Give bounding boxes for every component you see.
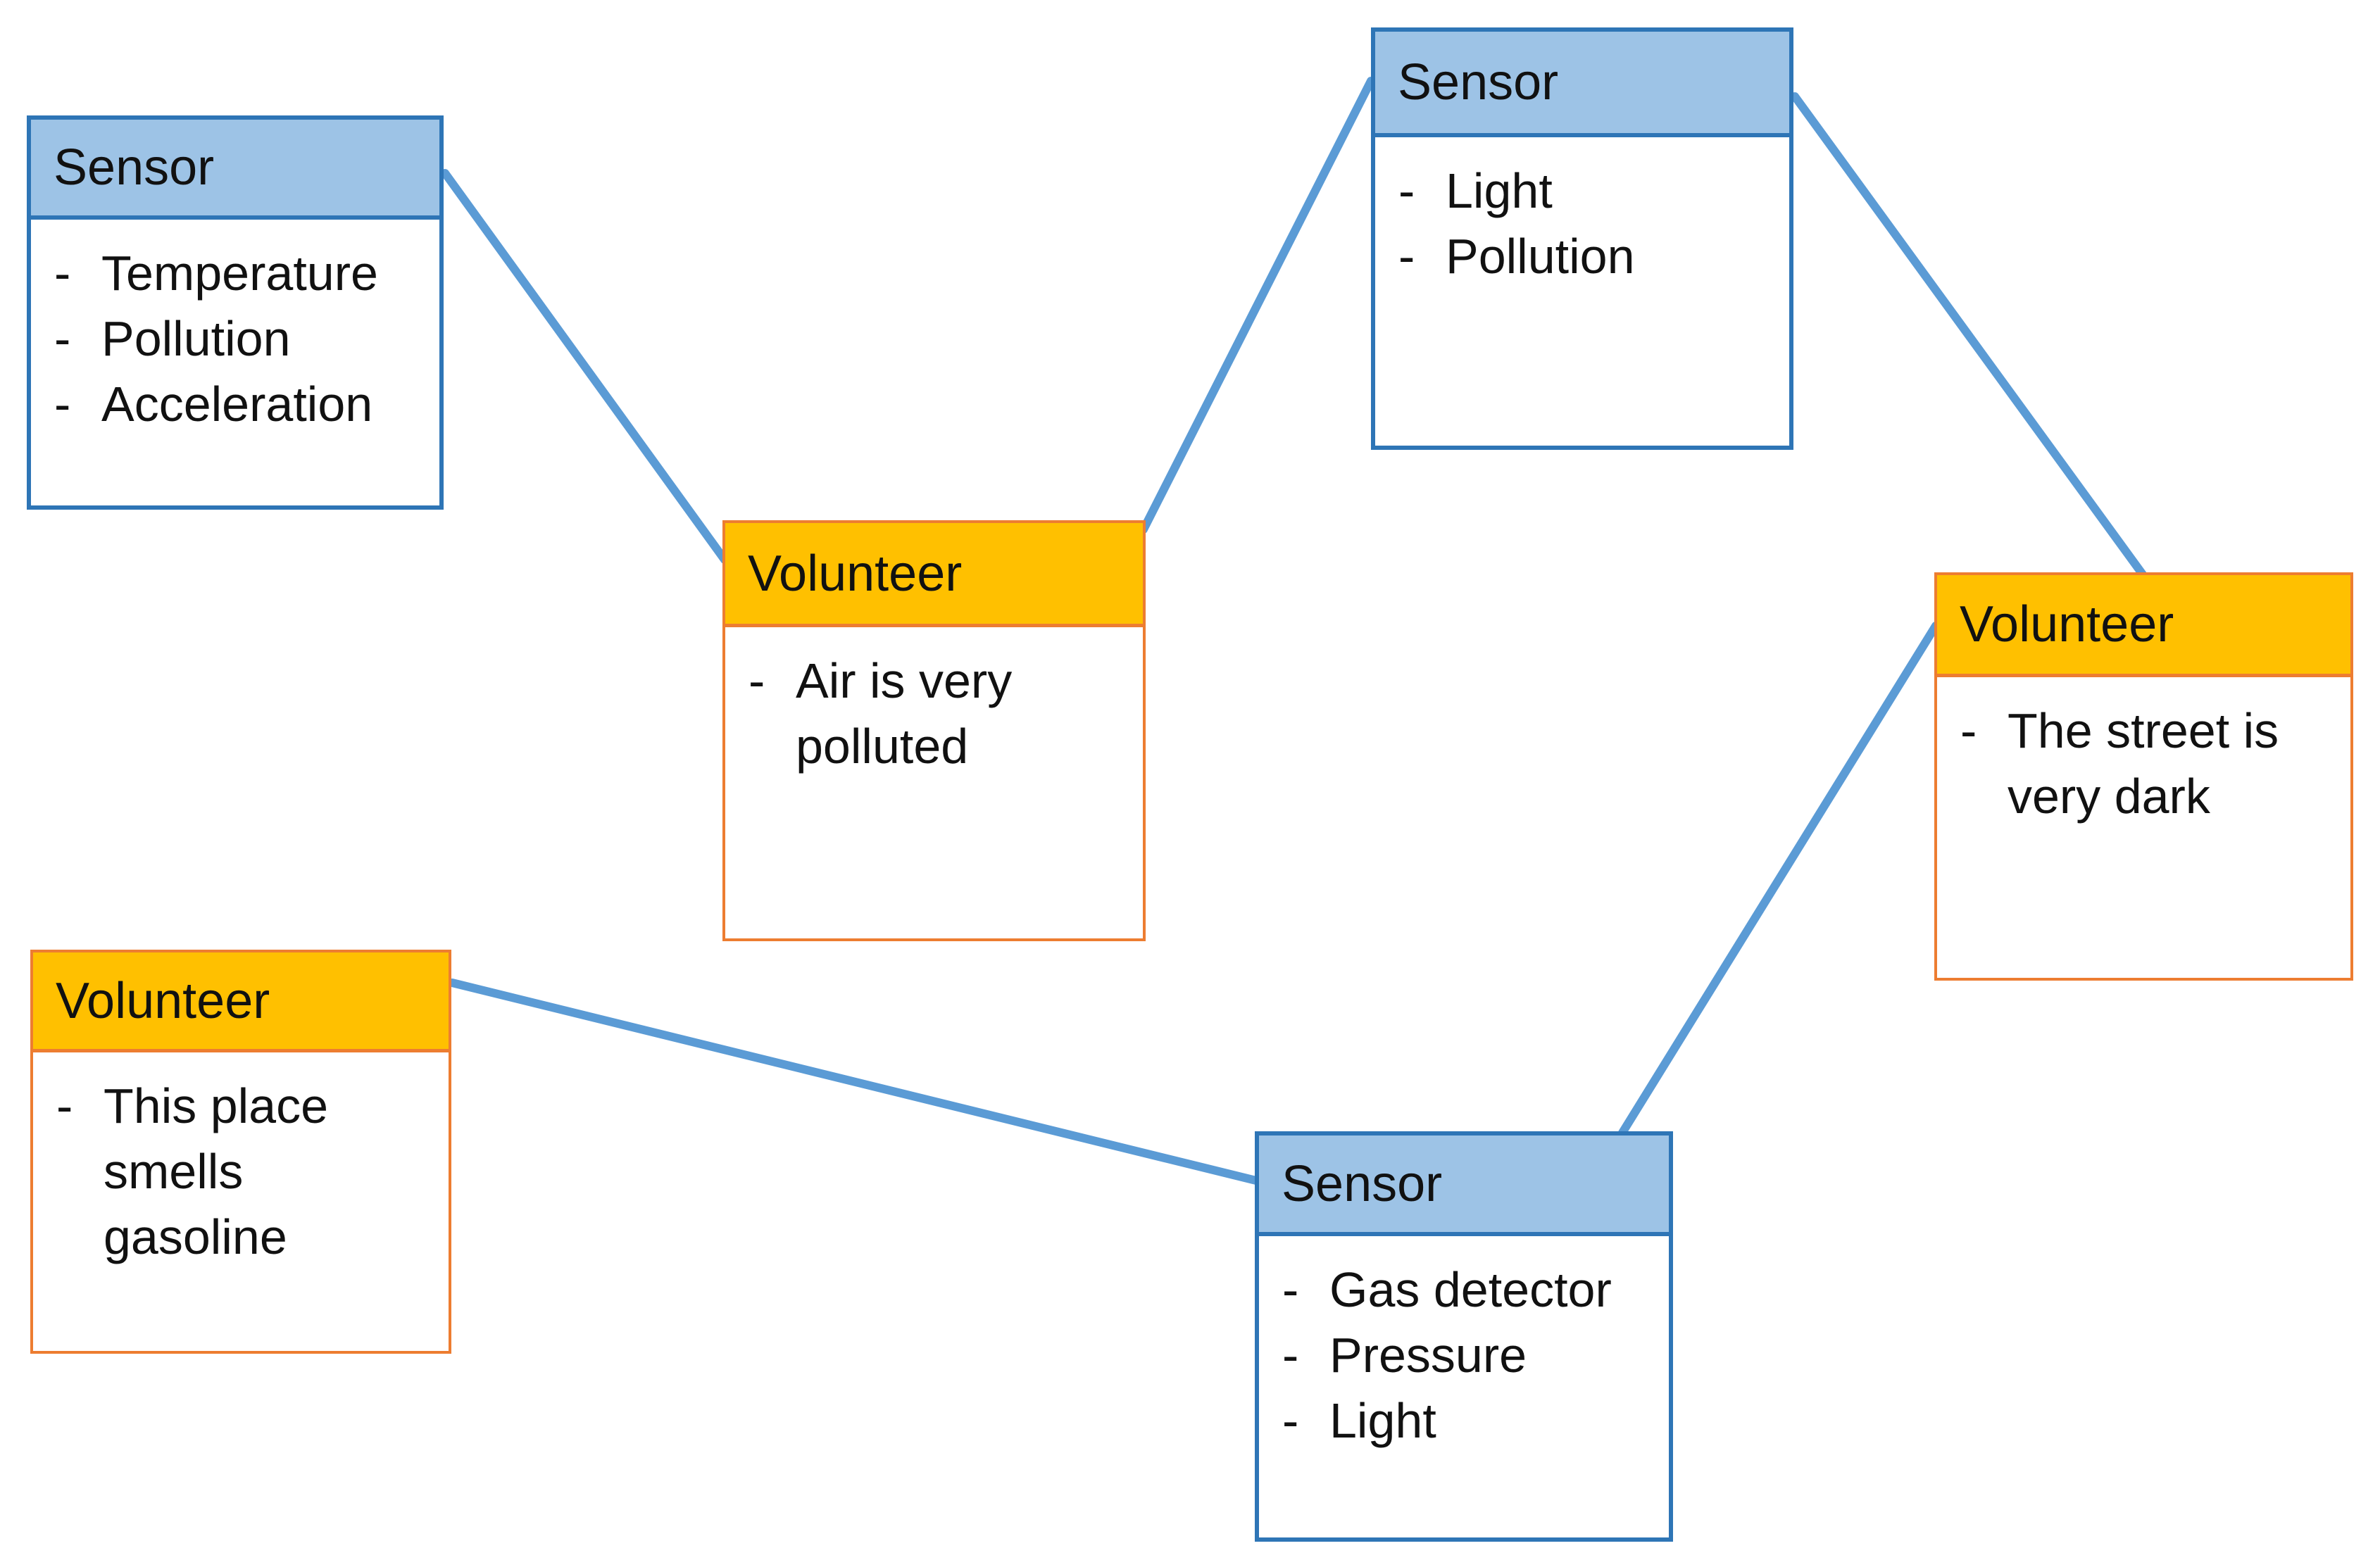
node-sensor-3: Sensor-Gas detector-Pressure-Light	[1255, 1131, 1673, 1542]
list-item-text: Pollution	[1446, 229, 1635, 284]
list-item: -Pollution	[31, 306, 439, 372]
connector-line-sensor-2-volunteer-2	[1791, 92, 2147, 579]
list-item-text: Temperature	[101, 246, 378, 301]
node-title: Volunteer	[56, 972, 270, 1029]
list-item-dash: -	[1282, 1262, 1299, 1317]
list-item-text: Light	[1446, 163, 1553, 218]
node-item-list: -Gas detector-Pressure-Light	[1259, 1236, 1669, 1537]
node-item-list: -Light-Pollution	[1375, 137, 1789, 446]
list-item: -Light	[1259, 1388, 1669, 1454]
list-item-text: Air is very polluted	[796, 653, 1013, 774]
list-item-dash: -	[749, 653, 765, 708]
list-item-dash: -	[56, 1078, 73, 1133]
node-item-list: -Temperature-Pollution-Acceleration	[31, 220, 439, 505]
list-item-text: Pollution	[101, 311, 291, 366]
list-item-text: Pressure	[1329, 1328, 1527, 1383]
list-item: -This place smells gasoline	[33, 1074, 449, 1270]
node-header: Volunteer	[725, 523, 1143, 627]
list-item: -Gas detector	[1259, 1257, 1669, 1323]
node-title: Sensor	[1282, 1155, 1443, 1212]
node-header: Sensor	[1259, 1136, 1669, 1236]
node-item-list: -This place smells gasoline	[33, 1052, 449, 1351]
list-item: -Air is very polluted	[725, 648, 1143, 779]
list-item-dash: -	[1398, 229, 1415, 284]
node-header: Volunteer	[1937, 575, 2350, 677]
node-title: Volunteer	[748, 545, 963, 602]
list-item-dash: -	[54, 377, 71, 432]
node-volunteer-3: Volunteer -This place smells gasoline	[30, 950, 451, 1354]
node-sensor-1: Sensor-Temperature-Pollution-Acceleratio…	[27, 115, 444, 510]
list-item-text: Acceleration	[101, 377, 373, 432]
list-item: -Light	[1375, 158, 1789, 224]
list-item-dash: -	[1960, 703, 1977, 758]
list-item: -Acceleration	[31, 372, 439, 437]
connector-line-volunteer-3-sensor-3	[448, 979, 1260, 1185]
list-item-text: Light	[1329, 1393, 1436, 1448]
list-item: -Pressure	[1259, 1323, 1669, 1388]
node-header: Sensor	[31, 120, 439, 220]
list-item: -Pollution	[1375, 224, 1789, 289]
node-title: Sensor	[1398, 54, 1559, 111]
connector-line-sensor-1-volunteer-1	[441, 169, 729, 564]
connector-line-volunteer-2-sensor-3	[1618, 622, 1940, 1137]
node-volunteer-1: Volunteer -Air is very polluted	[722, 520, 1146, 941]
list-item-text: This place smells gasoline	[104, 1078, 329, 1264]
node-volunteer-2: Volunteer -The street is very dark	[1934, 572, 2353, 981]
node-title: Sensor	[54, 139, 215, 196]
node-header: Volunteer	[33, 952, 449, 1052]
list-item: -Temperature	[31, 241, 439, 306]
list-item-dash: -	[1398, 163, 1415, 218]
node-item-list: -The street is very dark	[1937, 677, 2350, 978]
node-title: Volunteer	[1960, 596, 2174, 653]
node-header: Sensor	[1375, 32, 1789, 137]
list-item-dash: -	[1282, 1393, 1299, 1448]
list-item-text: Gas detector	[1329, 1262, 1612, 1317]
list-item-dash: -	[54, 311, 71, 366]
node-sensor-2: Sensor-Light-Pollution	[1371, 27, 1793, 450]
connector-line-volunteer-1-sensor-2	[1139, 77, 1375, 534]
node-item-list: -Air is very polluted	[725, 627, 1143, 938]
list-item-dash: -	[54, 246, 71, 301]
list-item: -The street is very dark	[1937, 698, 2350, 829]
list-item-dash: -	[1282, 1328, 1299, 1383]
list-item-text: The street is very dark	[2008, 703, 2279, 824]
